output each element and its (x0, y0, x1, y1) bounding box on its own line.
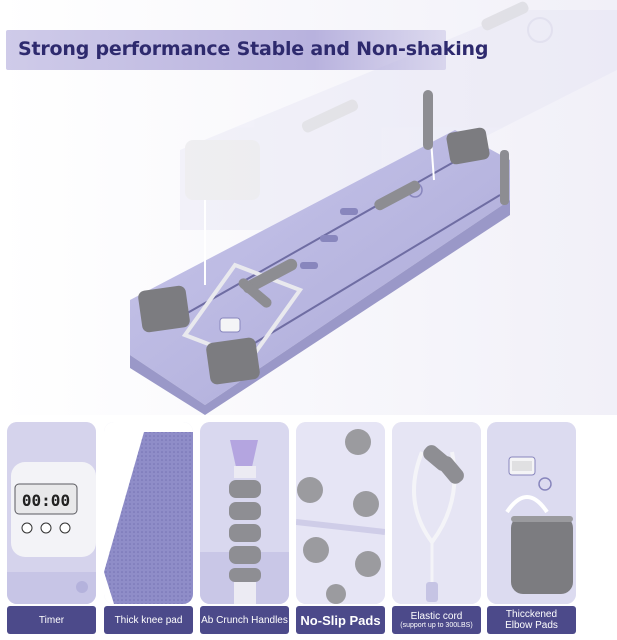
timer-icon: 00:00 (7, 422, 96, 604)
feature-thumb-elbow-pads (487, 422, 576, 604)
elbow-pad-icon (487, 422, 576, 604)
feature-grid: 00:00 Timer Thick knee pad (0, 418, 617, 640)
ghost-board (180, 1, 617, 230)
knee-pad-icon (104, 422, 193, 604)
hero-product-image: Strong performance Stable and Non-shakin… (0, 0, 617, 415)
feature-thumb-elastic-cord (392, 422, 481, 604)
caption-handles: Ab Crunch Handles (200, 606, 289, 634)
elastic-cord-icon (392, 422, 481, 604)
headline-text: Strong performance Stable and Non-shakin… (18, 38, 489, 60)
headline-banner: Strong performance Stable and Non-shakin… (6, 30, 488, 70)
handle-icon (200, 422, 289, 604)
feature-thumb-knee-pad (104, 422, 193, 604)
feature-thumb-timer: 00:00 (7, 422, 96, 604)
caption-elbow-pads: Thicckened Elbow Pads (487, 606, 576, 634)
main-board (130, 90, 510, 415)
feature-thumb-handles (200, 422, 289, 604)
no-slip-pad-icon (296, 422, 385, 604)
caption-elastic-cord: Elastic cord (support up to 300LBS) (392, 606, 481, 634)
caption-no-slip: No-Slip Pads (296, 606, 385, 634)
feature-thumb-no-slip (296, 422, 385, 604)
caption-knee-pad: Thick knee pad (104, 606, 193, 634)
caption-timer: Timer (7, 606, 96, 634)
timer-display: 00:00 (22, 491, 70, 510)
